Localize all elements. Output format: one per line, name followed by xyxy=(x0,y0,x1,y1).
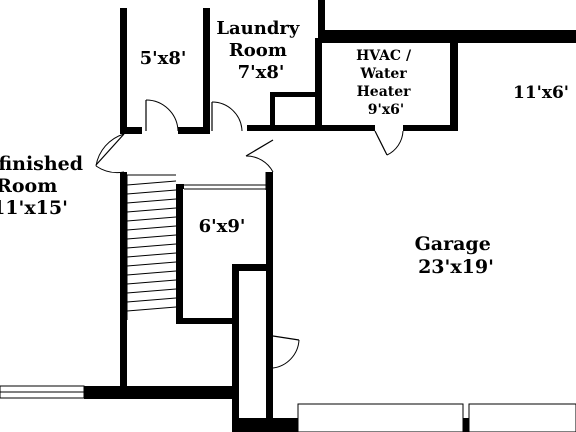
door-unfinished xyxy=(95,133,125,174)
label-small-room-line1: 11'x6' xyxy=(513,83,569,103)
door-laundry xyxy=(211,101,243,132)
wall-storage-left xyxy=(176,184,183,324)
wall-closet-bottom-b xyxy=(178,127,210,134)
stair-tread xyxy=(126,216,177,222)
label-hvac-line3: Heater xyxy=(357,84,412,100)
wall-hvac-left xyxy=(315,38,322,131)
label-laundry-line3: 7'x8' xyxy=(238,62,285,83)
wall-hall-left xyxy=(120,172,127,392)
label-unfinished-line1: finished xyxy=(0,153,83,175)
label-closet-line1: 5'x8' xyxy=(140,48,187,69)
label-laundry-line2: Room xyxy=(229,40,287,61)
stair-tread xyxy=(126,234,177,240)
wall-closet-right xyxy=(203,8,210,134)
label-unfinished-line3: 11'x15' xyxy=(0,197,68,219)
wall-hvac-bottom-a xyxy=(315,125,375,131)
label-garage: Garage 23'x19' xyxy=(415,233,498,278)
door-closet xyxy=(145,99,179,132)
wall-box-left xyxy=(270,92,275,131)
stair-tread xyxy=(126,189,177,195)
wall-closet-left xyxy=(120,8,127,134)
doors xyxy=(95,99,404,369)
door-garage xyxy=(245,139,274,173)
label-storage-line1: 6'x9' xyxy=(199,216,246,237)
stair-tread xyxy=(126,207,177,213)
wall-entry-right-low xyxy=(266,368,273,418)
label-closet: 5'x8' xyxy=(140,48,187,69)
wall-hvac-bottom-b xyxy=(403,125,458,131)
walls xyxy=(84,0,576,432)
stair-tread xyxy=(126,180,177,186)
stair-tread xyxy=(126,288,177,294)
stair-tread xyxy=(126,225,177,231)
stair-tread xyxy=(126,252,177,258)
label-storage: 6'x9' xyxy=(199,216,246,237)
label-laundry: Laundry Room 7'x8' xyxy=(216,18,305,83)
windows xyxy=(0,184,576,432)
wall-closet-bottom-a xyxy=(120,127,142,134)
door-entry xyxy=(272,335,300,369)
label-hvac-line2: Water xyxy=(359,66,407,82)
staircase xyxy=(126,174,177,320)
door-hvac xyxy=(374,130,404,156)
stair-tread xyxy=(126,270,177,276)
wall-storage-top-left xyxy=(176,184,184,189)
label-small-room: 11'x6' xyxy=(513,83,569,103)
label-garage-line1: Garage xyxy=(415,233,491,255)
room-labels: finished Room 11'x15' 5'x8' Laundry Room… xyxy=(0,18,569,278)
wall-storage-inner-top xyxy=(232,264,273,271)
stair-tread xyxy=(126,198,177,204)
stair-tread xyxy=(126,297,177,303)
label-unfinished: finished Room 11'x15' xyxy=(0,153,90,219)
garage-door-b xyxy=(468,403,576,432)
stair-tread xyxy=(126,279,177,285)
wall-bottom-left xyxy=(84,386,238,399)
stair-tread xyxy=(126,243,177,249)
label-garage-line2: 23'x19' xyxy=(418,256,494,278)
wall-laundry-bottom xyxy=(247,125,325,131)
label-unfinished-line2: Room xyxy=(0,175,57,197)
label-hvac: HVAC / Water Heater 9'x6' xyxy=(356,48,416,118)
wall-entry-left xyxy=(232,264,239,432)
stair-tread xyxy=(126,261,177,267)
wall-hvac-right xyxy=(450,38,458,131)
wall-bottom-garage-post xyxy=(463,418,469,432)
label-laundry-line1: Laundry xyxy=(216,18,300,39)
label-hvac-line4: 9'x6' xyxy=(368,102,404,118)
label-hvac-line1: HVAC / xyxy=(356,48,412,64)
wall-storage-bottom xyxy=(176,318,238,324)
garage-door-a xyxy=(297,403,464,432)
stair-tread xyxy=(126,306,177,312)
wall-entry-bottom xyxy=(232,418,272,432)
wall-laundry-right xyxy=(318,0,325,38)
wall-top-right xyxy=(318,30,576,43)
wall-box-top xyxy=(270,92,320,97)
